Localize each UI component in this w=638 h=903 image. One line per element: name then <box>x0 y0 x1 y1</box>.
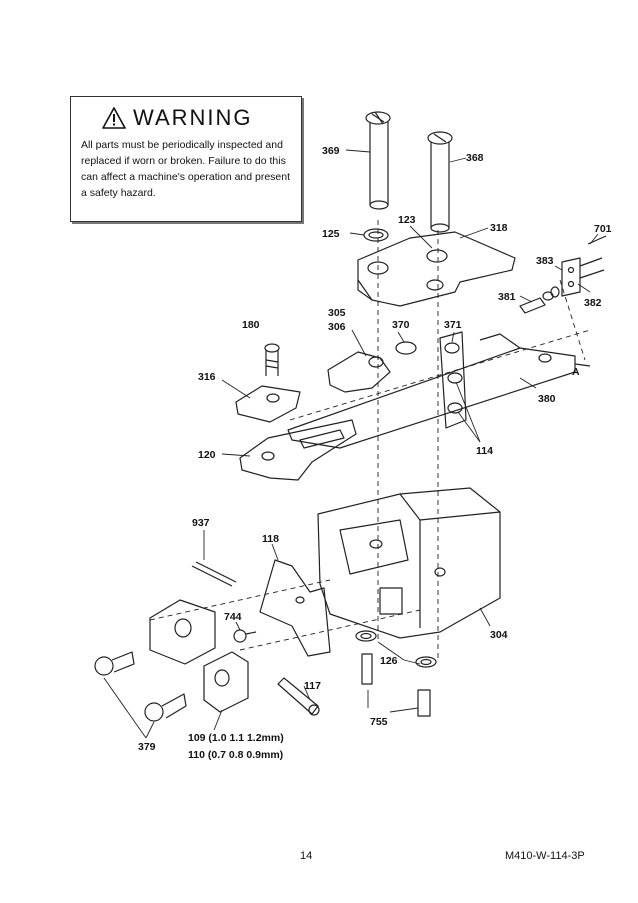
label-701: 701 <box>594 223 612 235</box>
ring-125 <box>363 228 389 242</box>
block-109-110 <box>149 599 249 713</box>
label-371: 371 <box>444 319 462 331</box>
label-306: 306 <box>328 321 346 333</box>
pin-117 <box>277 677 320 716</box>
label-125: 125 <box>322 228 340 240</box>
label-380: 380 <box>538 393 556 405</box>
assembly-guide-lines <box>149 220 591 660</box>
label-316: 316 <box>198 371 216 383</box>
label-382: 382 <box>584 297 602 309</box>
label-318: 318 <box>490 222 508 234</box>
label-744: 744 <box>224 611 242 623</box>
shaft-368 <box>427 131 453 233</box>
warning-text: All parts must be periodically inspected… <box>81 139 291 199</box>
screw-180 <box>264 343 280 376</box>
screw-744 <box>233 629 257 643</box>
label-304: 304 <box>490 629 508 641</box>
label-755: 755 <box>370 716 388 728</box>
leader-lines <box>103 149 599 739</box>
label-114: 114 <box>476 445 493 457</box>
label-118: 118 <box>262 533 279 545</box>
washers-126-screws-755 <box>355 630 437 717</box>
bracket-118 <box>259 559 331 657</box>
warning-triangle-icon <box>102 107 126 129</box>
rail-380 <box>287 333 591 449</box>
links-370-371 <box>395 331 467 429</box>
warning-title: WARNING <box>133 105 253 130</box>
label-937: 937 <box>192 517 210 529</box>
body-304 <box>317 487 501 639</box>
label-305: 305 <box>328 307 346 319</box>
warning-box: WARNING All parts must be periodically i… <box>70 96 302 222</box>
label-110: 110 (0.7 0.8 0.9mm) <box>188 749 283 761</box>
page-number: 14 <box>300 850 313 862</box>
part-labels: 369 368 125 123 318 701 383 381 382 305 … <box>138 145 612 761</box>
label-381: 381 <box>498 291 516 303</box>
label-180: 180 <box>242 319 260 331</box>
label-379: 379 <box>138 741 156 753</box>
base-120 <box>239 419 357 481</box>
block-305-306 <box>327 351 391 393</box>
label-383: 383 <box>536 255 554 267</box>
pin-937 <box>191 561 237 587</box>
shaft-369 <box>365 111 391 210</box>
plate-318 <box>357 231 516 307</box>
label-120: 120 <box>198 449 216 461</box>
label-370: 370 <box>392 319 410 331</box>
label-123: 123 <box>398 214 416 226</box>
label-109: 109 (1.0 1.1 1.2mm) <box>188 732 284 744</box>
document-code: M410-W-114-3P <box>505 850 585 862</box>
label-117: 117 <box>304 680 321 692</box>
label-369: 369 <box>322 145 340 157</box>
label-368: 368 <box>466 152 484 164</box>
warning-header: WARNING <box>101 105 301 131</box>
label-A: A <box>572 366 580 378</box>
block-316 <box>235 385 301 423</box>
label-126: 126 <box>380 655 398 667</box>
screws-379 <box>94 651 187 722</box>
